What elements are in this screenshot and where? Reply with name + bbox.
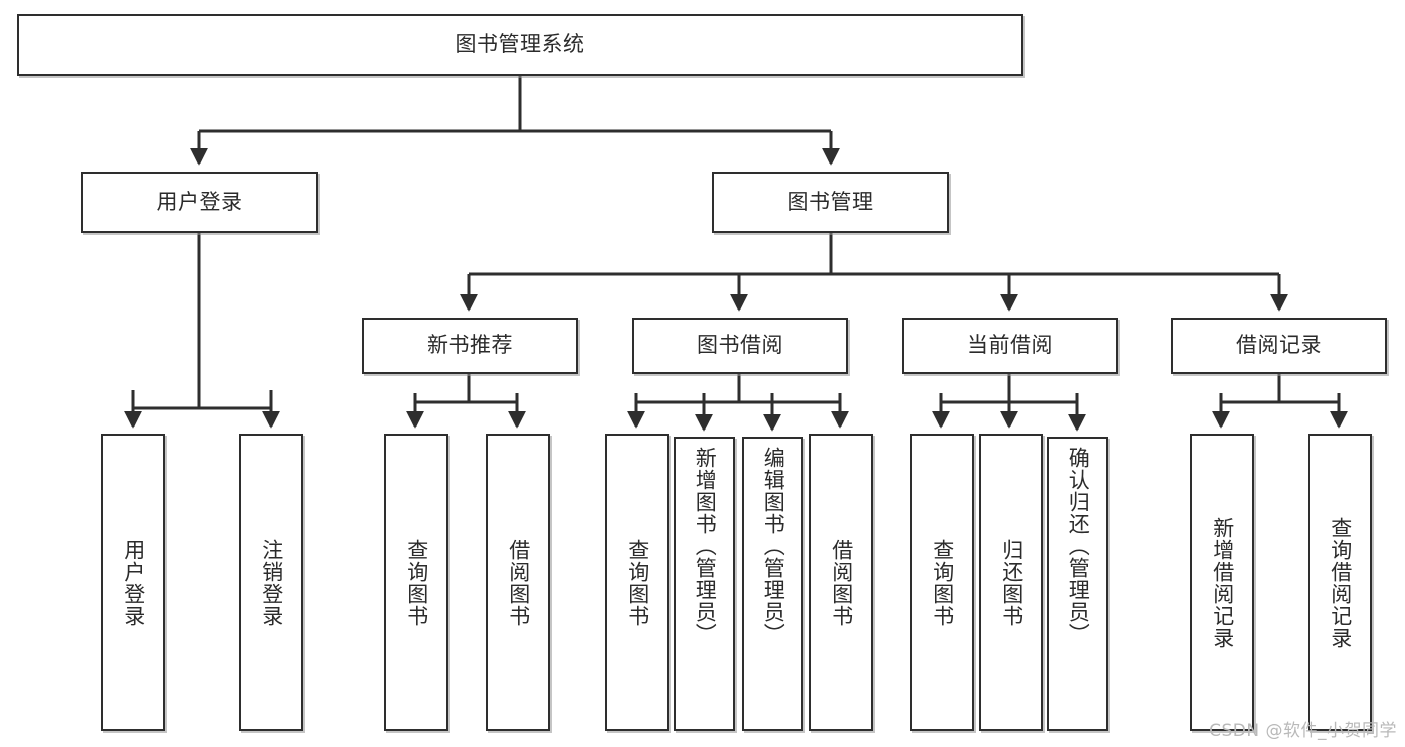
node-user-login-label: 用户登录 bbox=[156, 189, 243, 214]
node-new-book-recommend-label: 新书推荐 bbox=[427, 333, 513, 358]
node-borrow-record-label: 借阅记录 bbox=[1236, 333, 1322, 358]
node-leaf-query-book-1-label: 查询图书 bbox=[404, 538, 429, 627]
node-leaf-edit-book-admin[interactable]: 编辑图书（管理员） bbox=[742, 437, 803, 731]
node-leaf-user-login[interactable]: 用户登录 bbox=[101, 434, 165, 731]
node-leaf-user-login-label: 用户登录 bbox=[121, 538, 146, 627]
node-book-borrow[interactable]: 图书借阅 bbox=[632, 318, 848, 374]
node-leaf-query-borrow-record[interactable]: 查询借阅记录 bbox=[1308, 434, 1372, 731]
node-book-borrow-label: 图书借阅 bbox=[697, 333, 783, 358]
node-leaf-logout[interactable]: 注销登录 bbox=[239, 434, 303, 731]
node-borrow-record[interactable]: 借阅记录 bbox=[1171, 318, 1387, 374]
node-root[interactable]: 图书管理系统 bbox=[17, 14, 1023, 76]
node-leaf-query-book-2[interactable]: 查询图书 bbox=[605, 434, 669, 731]
node-root-label: 图书管理系统 bbox=[455, 32, 585, 57]
node-leaf-add-borrow-record[interactable]: 新增借阅记录 bbox=[1190, 434, 1254, 731]
node-leaf-edit-book-admin-label: 编辑图书（管理员） bbox=[761, 447, 786, 645]
node-leaf-borrow-book-2-label: 借阅图书 bbox=[829, 538, 854, 627]
node-new-book-recommend[interactable]: 新书推荐 bbox=[362, 318, 578, 374]
node-current-borrow[interactable]: 当前借阅 bbox=[902, 318, 1118, 374]
node-book-management-label: 图书管理 bbox=[787, 189, 874, 214]
node-user-login[interactable]: 用户登录 bbox=[81, 172, 318, 233]
node-leaf-add-book-admin[interactable]: 新增图书（管理员） bbox=[674, 437, 735, 731]
node-leaf-logout-label: 注销登录 bbox=[259, 538, 284, 627]
node-leaf-confirm-return-admin[interactable]: 确认归还（管理员） bbox=[1047, 437, 1108, 731]
node-leaf-borrow-book-1[interactable]: 借阅图书 bbox=[486, 434, 550, 731]
node-leaf-borrow-book-2[interactable]: 借阅图书 bbox=[809, 434, 873, 731]
node-leaf-confirm-return-admin-label: 确认归还（管理员） bbox=[1066, 447, 1091, 645]
node-leaf-borrow-book-1-label: 借阅图书 bbox=[506, 538, 531, 627]
node-leaf-query-book-1[interactable]: 查询图书 bbox=[384, 434, 448, 731]
node-leaf-query-book-3-label: 查询图书 bbox=[930, 538, 955, 627]
node-leaf-query-book-2-label: 查询图书 bbox=[625, 538, 650, 627]
node-leaf-return-book-label: 归还图书 bbox=[999, 538, 1024, 627]
node-leaf-add-book-admin-label: 新增图书（管理员） bbox=[693, 447, 718, 645]
node-book-management[interactable]: 图书管理 bbox=[712, 172, 949, 233]
node-current-borrow-label: 当前借阅 bbox=[967, 333, 1053, 358]
node-leaf-query-book-3[interactable]: 查询图书 bbox=[910, 434, 974, 731]
node-leaf-query-borrow-record-label: 查询借阅记录 bbox=[1328, 516, 1353, 649]
node-leaf-return-book[interactable]: 归还图书 bbox=[979, 434, 1043, 731]
node-leaf-add-borrow-record-label: 新增借阅记录 bbox=[1210, 516, 1235, 649]
